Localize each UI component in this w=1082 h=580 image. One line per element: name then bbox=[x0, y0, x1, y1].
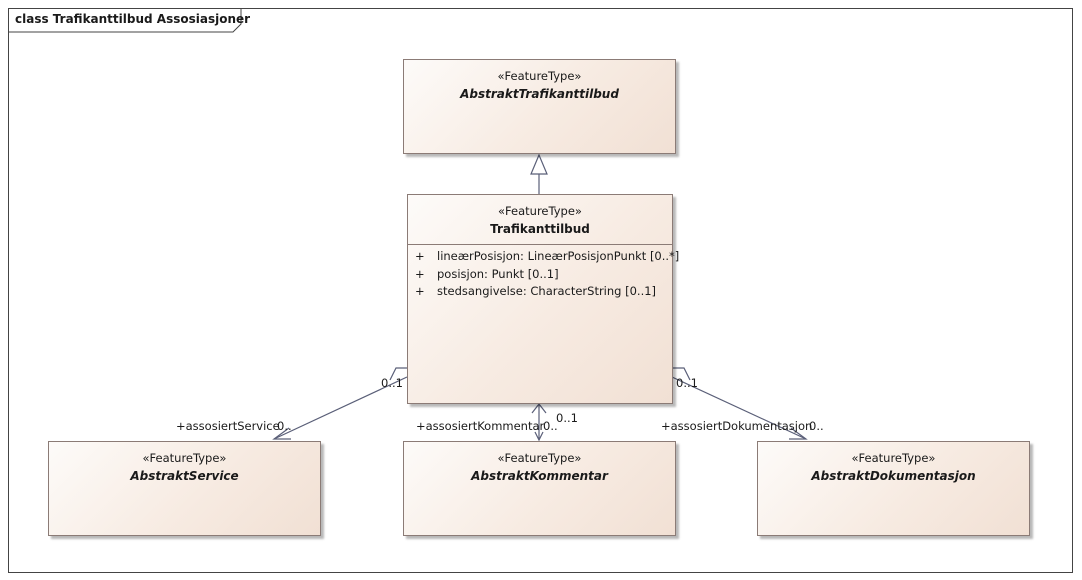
visibility-marker: + bbox=[415, 284, 425, 298]
class-abstrakt-service[interactable]: «FeatureType» AbstraktService bbox=[48, 441, 321, 536]
stereotype-label: «FeatureType» bbox=[497, 451, 582, 465]
association-line-dokumentasjon bbox=[671, 376, 807, 440]
navigable-arrow-service bbox=[272, 427, 291, 440]
attribute-row[interactable]: + lineærPosisjon: LineærPosisjonPunkt [0… bbox=[408, 245, 679, 263]
class-abstrakt-dokumentasjon[interactable]: «FeatureType» AbstraktDokumentasjon bbox=[757, 441, 1030, 536]
navigable-arrow-kommentar bbox=[534, 431, 544, 442]
multiplicity-target-kommentar: 0.. bbox=[543, 419, 558, 433]
aggregation-open-end-dokumentasjon bbox=[672, 367, 691, 381]
attribute-row[interactable]: + stedsangivelse: CharacterString [0..1] bbox=[408, 280, 672, 298]
generalization-arrowhead bbox=[530, 153, 548, 175]
role-label-kommentar: +assosiertKommentar bbox=[416, 419, 545, 433]
visibility-marker: + bbox=[415, 266, 425, 281]
multiplicity-target-dokumentasjon: 0.. bbox=[809, 419, 824, 433]
stereotype-label: «FeatureType» bbox=[142, 451, 227, 465]
navigable-arrow-dokumentasjon bbox=[789, 427, 808, 440]
role-label-dokumentasjon: +assosiertDokumentasjon bbox=[661, 419, 813, 433]
multiplicity-source-service: 0..1 bbox=[381, 376, 403, 390]
stereotype-label: «FeatureType» bbox=[497, 69, 582, 83]
class-name: Trafikanttilbud bbox=[490, 222, 590, 236]
aggregation-open-end-kommentar bbox=[531, 403, 547, 414]
frame-title: class Trafikanttilbud Assosiasjoner bbox=[15, 12, 251, 26]
stereotype-label: «FeatureType» bbox=[851, 451, 936, 465]
attribute-compartment: + lineærPosisjon: LineærPosisjonPunkt [0… bbox=[408, 244, 679, 298]
multiplicity-source-dokumentasjon: 0..1 bbox=[676, 376, 698, 390]
attribute-text: posisjon: Punkt [0..1] bbox=[437, 266, 559, 281]
attribute-text: lineærPosisjon: LineærPosisjonPunkt [0..… bbox=[437, 249, 680, 263]
role-label-service: +assosiertService bbox=[176, 419, 280, 433]
diagram-frame bbox=[8, 8, 1073, 573]
class-name: AbstraktTrafikanttilbud bbox=[460, 87, 619, 101]
class-name: AbstraktDokumentasjon bbox=[811, 469, 976, 483]
stereotype-label: «FeatureType» bbox=[498, 204, 582, 218]
visibility-marker: + bbox=[415, 249, 425, 263]
aggregation-open-end-service bbox=[389, 367, 407, 381]
multiplicity-source-kommentar: 0..1 bbox=[556, 411, 578, 425]
class-abstrakt-trafikanttilbud[interactable]: «FeatureType» AbstraktTrafikanttilbud bbox=[403, 59, 676, 154]
class-name: AbstraktService bbox=[130, 469, 239, 483]
attribute-text: stedsangivelse: CharacterString [0..1] bbox=[437, 284, 657, 298]
attribute-row[interactable]: + posisjon: Punkt [0..1] bbox=[408, 263, 672, 281]
class-name: AbstraktKommentar bbox=[471, 469, 608, 483]
frame-tab bbox=[8, 8, 242, 33]
class-abstrakt-kommentar[interactable]: «FeatureType» AbstraktKommentar bbox=[403, 441, 676, 536]
association-line-service bbox=[273, 376, 408, 440]
multiplicity-target-service: 0.. bbox=[277, 419, 292, 433]
class-trafikanttilbud[interactable]: «FeatureType» Trafikanttilbud + lineærPo… bbox=[407, 194, 679, 404]
